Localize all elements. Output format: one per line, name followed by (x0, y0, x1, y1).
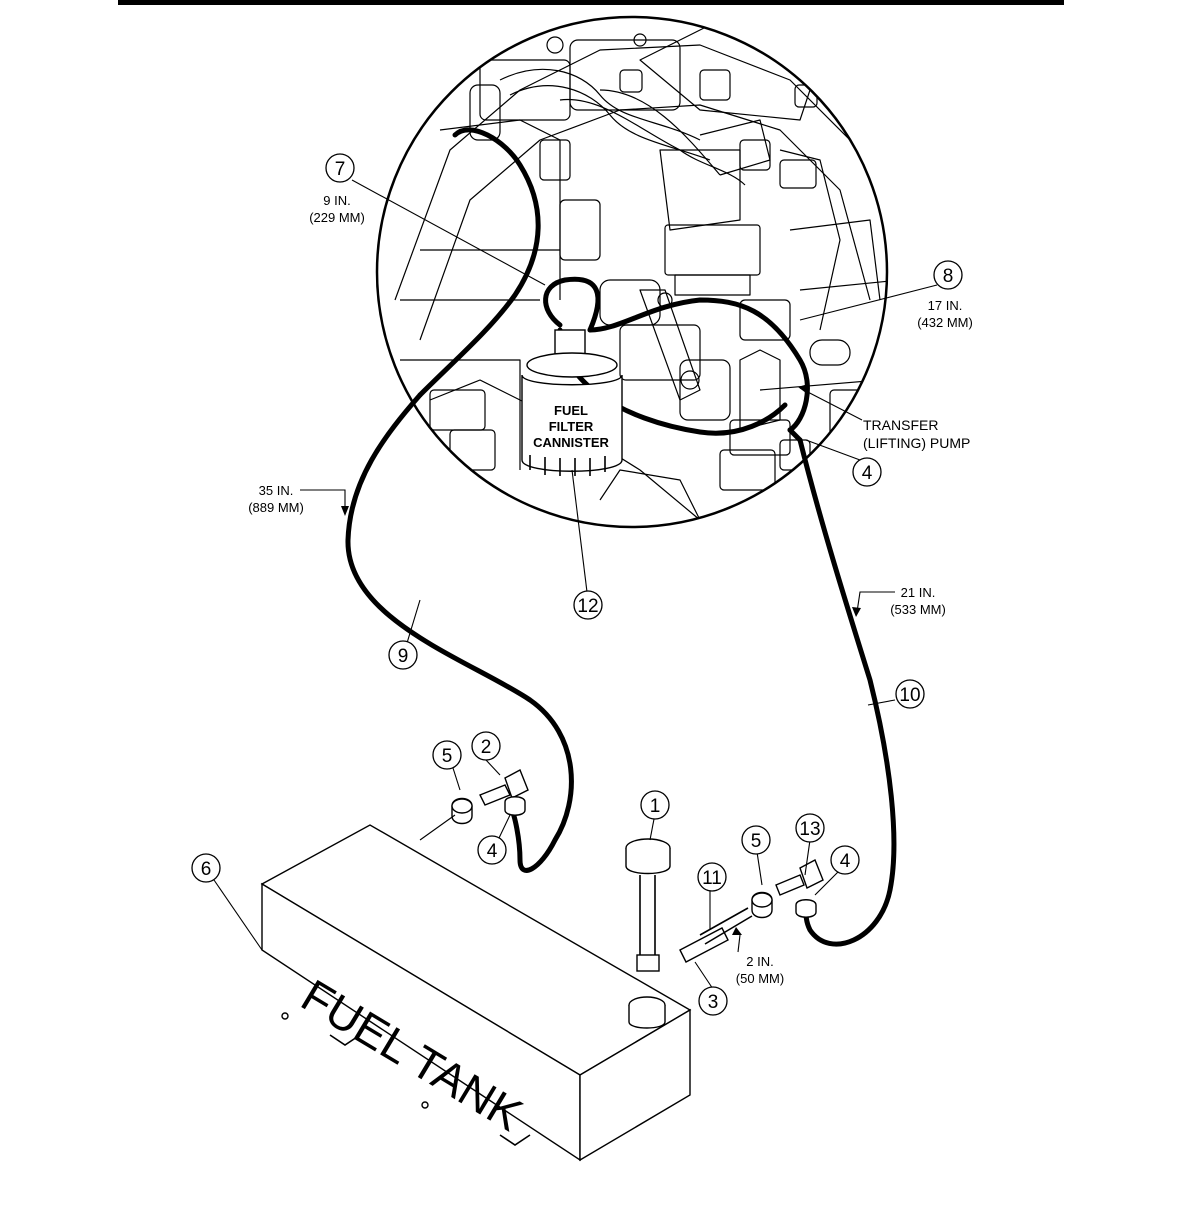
dim-9-mm: (889 MM) (248, 500, 304, 515)
callout-6-text: 6 (201, 859, 212, 880)
dim-10-in: 21 IN. (901, 585, 936, 600)
transfer-pump-label: TRANSFER (LIFTING) PUMP (863, 417, 970, 451)
callout-13: 13 (795, 813, 825, 843)
arrowheads (341, 384, 861, 935)
hose-9 (345, 392, 574, 873)
callout-3: 3 (698, 986, 728, 1016)
canister-label-line3: CANNISTER (533, 435, 609, 450)
callout-7-text: 7 (335, 159, 346, 180)
dim-9-in: 35 IN. (259, 483, 294, 498)
top-rule (118, 0, 1064, 5)
callout-10-text: 10 (899, 685, 920, 706)
fuel-sender (625, 838, 671, 1029)
transfer-label-line1: TRANSFER (863, 417, 938, 433)
callout-1-text: 1 (650, 796, 661, 817)
left-fittings (451, 769, 529, 825)
engine-detail-view: FUEL FILTER CANNISTER (375, 15, 889, 529)
callout-9: 9 (388, 640, 418, 670)
callout-2-text: 2 (481, 737, 492, 758)
dim-10-mm: (533 MM) (890, 602, 946, 617)
callout-4-top: 4 (852, 457, 882, 487)
hose-10 (797, 437, 897, 947)
callout-1: 1 (640, 790, 670, 820)
dim-7-mm: (229 MM) (309, 210, 365, 225)
dim-11-in: 2 IN. (746, 954, 773, 969)
leader-lines (213, 179, 938, 990)
callout-12-text: 12 (577, 596, 598, 617)
callout-5-left: 5 (432, 740, 462, 770)
callout-8: 8 (933, 260, 963, 290)
fuel-tank: FUEL TANK (260, 824, 692, 1162)
callout-5-right: 5 (741, 825, 771, 855)
callout-10: 10 (895, 679, 925, 709)
callout-2: 2 (471, 731, 501, 761)
callout-4-right-text: 4 (840, 851, 851, 872)
callout-8-text: 8 (943, 266, 954, 287)
transfer-label-line2: (LIFTING) PUMP (863, 435, 970, 451)
detail-circle (375, 15, 889, 529)
dim-8-in: 17 IN. (928, 298, 963, 313)
callout-12: 12 (573, 590, 603, 620)
dim-7-in: 9 IN. (323, 193, 350, 208)
callout-6: 6 (191, 853, 221, 883)
callout-11: 11 (697, 862, 727, 892)
dimension-labels: 9 IN. (229 MM) 17 IN. (432 MM) 35 IN. (8… (248, 193, 973, 986)
callout-7: 7 (325, 153, 355, 183)
dim-11-mm: (50 MM) (736, 971, 784, 986)
canister-label-line1: FUEL (554, 403, 588, 418)
fuel-filter-canister: FUEL FILTER CANNISTER (521, 329, 623, 476)
callout-4-left-text: 4 (487, 841, 498, 862)
callout-4-top-text: 4 (862, 463, 873, 484)
callout-4-right: 4 (830, 845, 860, 875)
canister-label-line2: FILTER (549, 419, 594, 434)
callout-13-text: 13 (799, 819, 820, 840)
callout-9-text: 9 (398, 646, 409, 667)
callout-5-right-text: 5 (751, 831, 762, 852)
dim-8-mm: (432 MM) (917, 315, 973, 330)
callout-4-left: 4 (477, 835, 507, 865)
callout-11-text: 11 (702, 868, 722, 889)
callout-3-text: 3 (708, 992, 719, 1013)
callout-5-left-text: 5 (442, 746, 453, 767)
